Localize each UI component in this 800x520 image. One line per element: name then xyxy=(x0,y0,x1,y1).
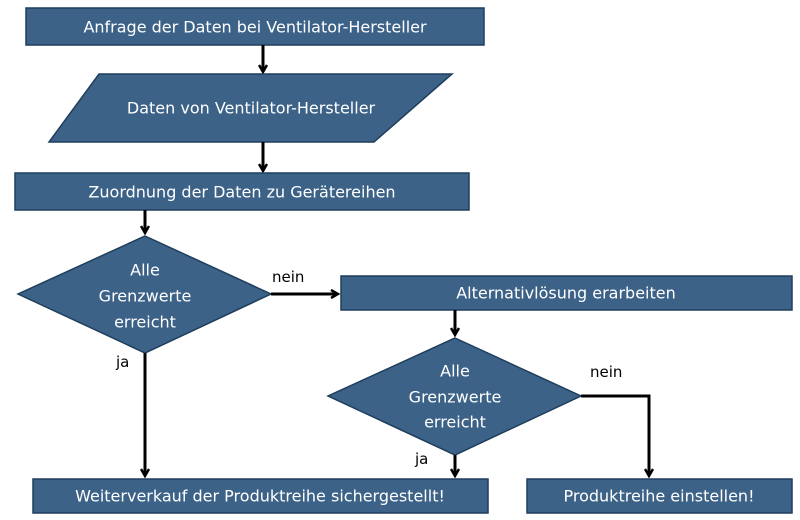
node-assign-data: Zuordnung der Daten zu Gerätereihen xyxy=(14,172,470,211)
edge-decision-2-no xyxy=(581,394,649,476)
node-alternative-box xyxy=(340,275,793,311)
node-request-data: Anfrage der Daten bei Ventilator-Herstel… xyxy=(25,7,485,46)
node-alternative: Alternativlösung erarbeiten xyxy=(340,275,793,311)
node-resale-secured-label: Weiterverkauf der Produktreihe sicherges… xyxy=(75,487,445,506)
edge-decision-1-no-label: nein xyxy=(272,268,304,286)
node-discontinue-label: Produktreihe einstellen! xyxy=(564,487,755,506)
edge-decision-2-yes-label: ja xyxy=(414,450,428,468)
node-resale-secured: Weiterverkauf der Produktreihe sicherges… xyxy=(32,478,489,514)
node-manufacturer-data: Daten von Ventilator-Hersteller xyxy=(47,73,455,143)
node-decision-2-line2: Grenzwerte xyxy=(409,388,502,407)
node-decision-2: Alle Grenzwerte erreicht xyxy=(326,337,583,456)
edge-decision-1-yes-label: ja xyxy=(115,353,129,371)
node-resale-secured-box xyxy=(32,478,489,514)
node-alternative-label: Alternativlösung erarbeiten xyxy=(456,284,676,303)
node-decision-2-line1: Alle xyxy=(440,362,470,381)
node-assign-data-label: Zuordnung der Daten zu Gerätereihen xyxy=(88,183,395,202)
node-request-data-box xyxy=(25,7,485,46)
node-discontinue-box xyxy=(526,478,793,514)
node-decision-2-line3: erreicht xyxy=(424,413,486,432)
node-manufacturer-data-label: Daten von Ventilator-Hersteller xyxy=(127,99,376,118)
node-assign-data-box xyxy=(14,172,470,211)
node-request-data-label: Anfrage der Daten bei Ventilator-Herstel… xyxy=(83,18,427,37)
node-decision-1: Alle Grenzwerte erreicht xyxy=(16,235,273,354)
node-manufacturer-data-shape xyxy=(47,73,455,143)
node-decision-1-line2: Grenzwerte xyxy=(99,287,192,306)
node-discontinue: Produktreihe einstellen! xyxy=(526,478,793,514)
edge-decision-2-no-label: nein xyxy=(590,363,622,381)
node-decision-1-line3: erreicht xyxy=(114,313,176,332)
node-decision-1-line1: Alle xyxy=(130,261,160,280)
